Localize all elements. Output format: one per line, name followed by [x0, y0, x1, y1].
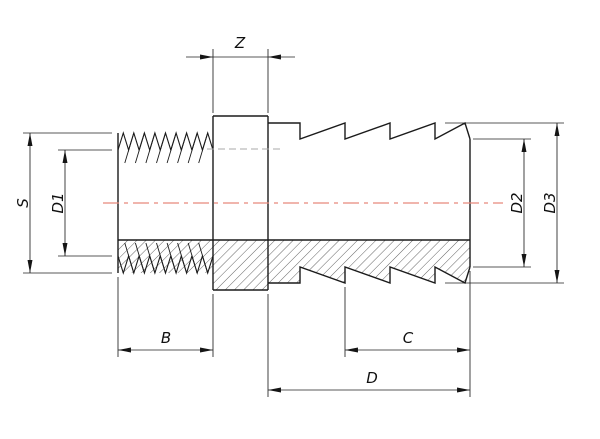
dim-label-b: B [161, 329, 171, 347]
dim-label-s: S [14, 198, 32, 208]
dimension-d3: D3 [445, 122, 564, 284]
thread-flanks-top [124, 132, 209, 164]
dim-label-d2: D2 [508, 192, 526, 213]
dimension-d1: D1 [49, 149, 112, 257]
dim-label-d: D [366, 369, 378, 387]
section-hatch-area [118, 240, 470, 290]
dimension-b: B [117, 277, 214, 357]
dim-label-d3: D3 [541, 192, 559, 213]
dimension-z: Z [186, 34, 295, 113]
barb-profile-top [268, 121, 471, 141]
dim-label-d1: D1 [49, 192, 67, 213]
dimension-c: C [344, 287, 470, 357]
dimension-d2: D2 [473, 138, 531, 268]
dim-label-z: Z [234, 34, 246, 52]
dim-label-c: C [403, 329, 414, 347]
thread-profile-top [117, 131, 214, 152]
dimension-s: S [14, 132, 112, 274]
thread-flanks-bottom [124, 242, 209, 274]
barb-profile-bottom [268, 265, 471, 285]
dimension-d: D [267, 271, 471, 397]
